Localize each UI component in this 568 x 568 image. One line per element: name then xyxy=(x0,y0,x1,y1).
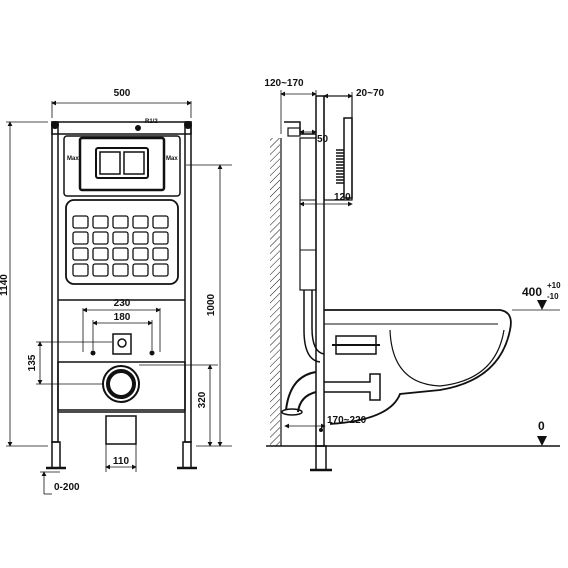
cistern-grid-cell xyxy=(72,231,89,245)
flush-plate xyxy=(95,147,149,179)
cistern-grid-cell xyxy=(152,263,169,277)
side-label-right: Max xyxy=(166,156,178,162)
frame-lower-box xyxy=(57,361,186,411)
frame-right-upright xyxy=(184,121,192,443)
flush-plate-frame xyxy=(78,136,166,192)
wall-anchor-top xyxy=(287,127,301,137)
frame-left-upright xyxy=(51,121,59,443)
dim-seat-tol-plus: +10 xyxy=(547,281,561,290)
dim-width: 500 xyxy=(114,88,131,99)
floor-anchor xyxy=(319,428,323,432)
dim-drain-height: 320 xyxy=(197,391,208,408)
dim-depth-120: 120 xyxy=(334,192,351,203)
dim-plate-depth: 20~70 xyxy=(356,88,385,99)
dim-seat-height: 400 xyxy=(522,285,542,299)
drain-inner xyxy=(106,369,136,399)
dim-offset-50: 50 xyxy=(317,134,329,145)
side-view: 120~170 20~70 50 120 170~220 400 +10 -10… xyxy=(264,78,561,472)
cistern-grid-cell xyxy=(92,247,109,261)
cistern-grid-cell xyxy=(92,215,109,229)
dim-leg-adjust: 0-200 xyxy=(54,482,80,493)
cistern-grid-cell xyxy=(72,263,89,277)
frame-profile xyxy=(315,95,325,447)
top-bolt-right xyxy=(184,121,192,129)
cistern-grid-cell xyxy=(112,215,129,229)
flush-plate-side xyxy=(323,95,353,201)
wall-hatch xyxy=(270,138,280,446)
leg-right xyxy=(182,441,192,469)
cistern-grid-cell xyxy=(92,231,109,245)
dim-bolt-outer: 230 xyxy=(114,298,131,309)
dim-frame-depth: 120~170 xyxy=(264,78,304,89)
cistern-grid-cell xyxy=(152,247,169,261)
dim-height-flush: 1000 xyxy=(206,293,217,316)
cistern-grid-cell xyxy=(92,263,109,277)
drain-socket xyxy=(281,408,303,416)
leg-left xyxy=(51,441,61,469)
frame-top-bar xyxy=(51,121,192,135)
toilet-bowl xyxy=(324,309,512,425)
anchor-bolt-right xyxy=(149,350,155,356)
dim-floor-depth: 170~220 xyxy=(327,415,367,426)
cistern-grid-cell xyxy=(132,231,149,245)
cistern-grid-cell xyxy=(132,215,149,229)
cistern-body xyxy=(65,199,179,285)
anchor-bolt-left xyxy=(90,350,96,356)
flush-button-right xyxy=(123,151,145,175)
flush-button-left xyxy=(99,151,121,175)
cistern-grid-cell xyxy=(72,247,89,261)
side-leg xyxy=(315,445,327,471)
outlet-pipe xyxy=(324,373,381,401)
top-bolt-mid xyxy=(135,125,141,131)
drain-elbow xyxy=(285,371,317,413)
front-view: R1/2 Max Max 500 xyxy=(0,88,232,495)
top-label: R1/2 xyxy=(145,119,158,125)
plate-ribs xyxy=(336,149,344,184)
cistern-grid-cell xyxy=(152,231,169,245)
cistern-grid xyxy=(72,215,169,277)
dim-drain-width: 110 xyxy=(113,456,130,467)
drain-pipe xyxy=(105,415,137,445)
dim-anchor-height: 135 xyxy=(27,354,38,371)
dim-bolt-inner: 180 xyxy=(114,312,131,323)
cistern-side xyxy=(299,137,317,291)
cistern-grid-cell xyxy=(112,247,129,261)
plate-face xyxy=(343,117,353,199)
cistern-grid-cell xyxy=(152,215,169,229)
side-label-left: Max xyxy=(67,156,79,162)
cistern-outer xyxy=(63,135,181,197)
cistern-grid-cell xyxy=(132,263,149,277)
flush-pipe xyxy=(303,290,325,363)
dim-height-total: 1140 xyxy=(0,274,10,296)
cistern-grid-cell xyxy=(72,215,89,229)
dim-floor-level: 0 xyxy=(538,419,545,433)
inlet-bolt xyxy=(117,338,127,348)
cistern-grid-cell xyxy=(132,247,149,261)
cistern-grid-cell xyxy=(112,231,129,245)
top-bolt-left xyxy=(51,121,59,129)
water-inlet xyxy=(112,333,132,355)
dim-seat-tol-minus: -10 xyxy=(547,292,559,301)
cistern-grid-cell xyxy=(112,263,129,277)
